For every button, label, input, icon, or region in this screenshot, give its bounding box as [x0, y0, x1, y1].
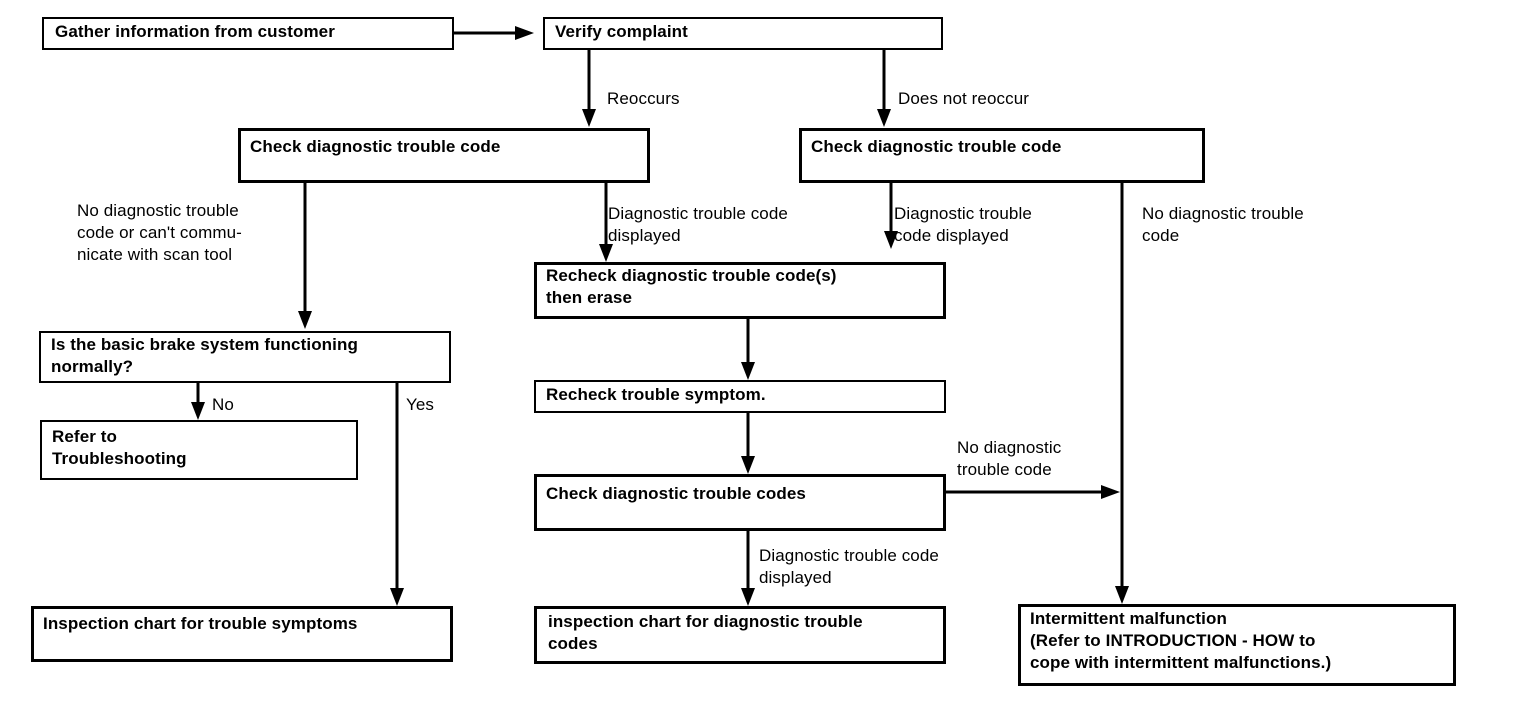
arrowhead-brake-yes-to-inspection — [390, 588, 404, 606]
node-inspection-chart-dtc — [534, 606, 946, 664]
node-recheck-trouble-symptom — [534, 380, 946, 413]
arrowhead-check-codes-to-chart — [741, 588, 755, 606]
arrowhead-check-right-to-recheck — [884, 231, 898, 249]
arrowhead-brake-to-refer — [191, 402, 205, 420]
arrowhead-gather-to-verify — [515, 26, 534, 40]
node-check-dtc-bottom — [534, 474, 946, 531]
node-label-recheck-dtc-erase: Recheck diagnostic trouble code(s) then … — [546, 266, 837, 307]
arrowhead-verify-to-check-left — [582, 109, 596, 127]
node-label-gather-information: Gather information from customer — [55, 22, 335, 41]
node-check-dtc-right — [799, 128, 1205, 183]
node-label-basic-brake-system: Is the basic brake system functioning no… — [51, 335, 358, 376]
node-label-refer-to-troubleshooting: Refer to Troubleshooting — [52, 427, 187, 468]
edge-label-no-label: No — [212, 395, 234, 414]
arrowhead-check-codes-to-intermittent — [1101, 485, 1120, 499]
node-basic-brake-system — [39, 331, 451, 383]
edge-label-no-dtc-or-cant-communicate: No diagnostic trouble code or can't comm… — [77, 201, 242, 264]
arrowhead-verify-to-check-right — [877, 109, 891, 127]
node-refer-to-troubleshooting — [40, 420, 358, 480]
edge-label-dtc-displayed-lower: Diagnostic trouble code displayed — [759, 546, 939, 587]
edge-label-reoccurs: Reoccurs — [607, 89, 680, 108]
edge-label-yes-label: Yes — [406, 395, 435, 414]
node-label-check-dtc-left: Check diagnostic trouble code — [250, 137, 501, 156]
edge-label-no-dtc-lower: No diagnostic trouble code — [957, 438, 1062, 479]
node-gather-information — [42, 17, 454, 50]
node-label-check-dtc-bottom: Check diagnostic trouble codes — [546, 484, 806, 503]
arrowhead-recheck-to-symptom — [741, 362, 755, 380]
node-label-inspection-chart-symptoms: Inspection chart for trouble symptoms — [43, 614, 358, 633]
arrowhead-check-left-to-brake — [298, 311, 312, 329]
node-inspection-chart-symptoms — [31, 606, 453, 662]
node-check-dtc-left — [238, 128, 650, 183]
node-label-intermittent-malfunction: Intermittent malfunction (Refer to INTRO… — [1030, 609, 1332, 672]
node-verify-complaint — [543, 17, 943, 50]
edge-label-no-dtc-far-right: No diagnostic trouble code — [1142, 204, 1304, 245]
edge-label-dtc-displayed-right: Diagnostic trouble code displayed — [894, 204, 1032, 245]
edge-label-does-not-reoccur: Does not reoccur — [898, 89, 1030, 108]
edge-label-dtc-displayed-middle: Diagnostic trouble code displayed — [608, 204, 788, 245]
arrowhead-check-left-to-recheck — [599, 244, 613, 262]
node-label-check-dtc-right: Check diagnostic trouble code — [811, 137, 1062, 156]
arrowhead-symptom-to-check-codes — [741, 456, 755, 474]
arrowhead-check-right-to-intermittent — [1115, 586, 1129, 604]
node-recheck-dtc-erase — [534, 262, 946, 319]
node-label-recheck-trouble-symptom: Recheck trouble symptom. — [546, 385, 766, 404]
node-label-inspection-chart-dtc: inspection chart for diagnostic trouble … — [548, 612, 863, 653]
node-intermittent-malfunction — [1018, 604, 1456, 686]
node-label-verify-complaint: Verify complaint — [555, 22, 688, 41]
